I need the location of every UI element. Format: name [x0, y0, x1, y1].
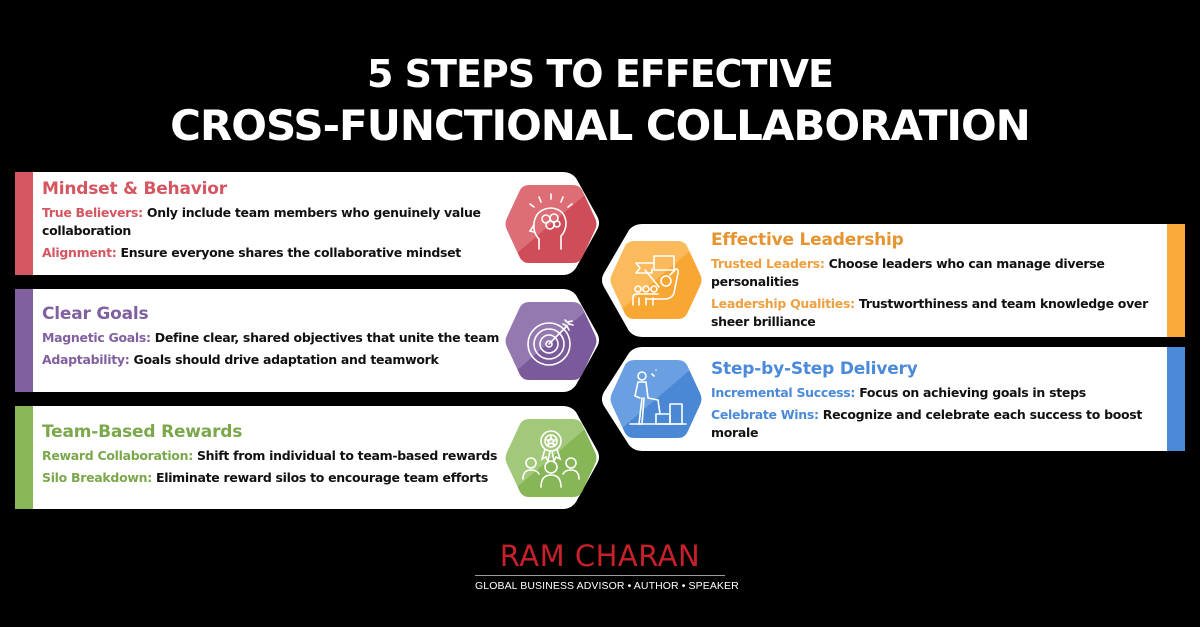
card-shape: [602, 224, 1185, 337]
title-line-1: 5 STEPS TO EFFECTIVE: [367, 52, 834, 96]
leader-flag-icon: [610, 241, 702, 319]
step-heading: Effective Leadership: [711, 230, 904, 250]
step-card-step-by-step-delivery: Step-by-Step Delivery Incremental Succes…: [598, 347, 1185, 451]
step-card-mindset-behavior: Mindset & Behavior True Believers: Only …: [15, 172, 615, 275]
step-card-clear-goals: Clear Goals Magnetic Goals: Define clear…: [15, 289, 615, 392]
step-heading: Mindset & Behavior: [42, 179, 227, 199]
step-point: True Believers: Only include team member…: [42, 205, 481, 238]
step-point: Celebrate Wins: Recognize and celebrate …: [711, 407, 1143, 440]
title-line-2: CROSS-FUNCTIONAL COLLABORATION: [170, 101, 1031, 150]
brand-name: RAM CHARAN: [499, 539, 701, 573]
brand-tagline: GLOBAL BUSINESS ADVISOR • AUTHOR • SPEAK…: [475, 580, 739, 592]
step-point: Incremental Success: Focus on achieving …: [711, 385, 1086, 400]
brand-logo: RAM CHARAN GLOBAL BUSINESS ADVISOR • AUT…: [475, 539, 739, 592]
step-point: Leadership Qualities: Trustworthiness an…: [711, 296, 1148, 329]
team-award-icon: [505, 419, 597, 497]
step-heading: Clear Goals: [42, 304, 149, 324]
step-point: Magnetic Goals: Define clear, shared obj…: [42, 330, 500, 345]
step-point: Reward Collaboration: Shift from individ…: [42, 448, 498, 463]
page-title: 5 STEPS TO EFFECTIVE CROSS-FUNCTIONAL CO…: [0, 48, 1200, 152]
step-point: Alignment: Ensure everyone shares the co…: [42, 245, 461, 260]
person-climbing-steps-icon: [610, 360, 702, 438]
step-point: Trusted Leaders: Choose leaders who can …: [711, 256, 1105, 289]
card-shape: [602, 347, 1185, 451]
brain-head-icon: [505, 185, 597, 263]
step-point: Silo Breakdown: Eliminate reward silos t…: [42, 470, 488, 485]
card-shape: [15, 289, 599, 392]
target-arrow-icon: [505, 302, 597, 380]
brand-divider: [475, 575, 725, 576]
step-heading: Team-Based Rewards: [42, 422, 243, 442]
step-heading: Step-by-Step Delivery: [711, 359, 918, 379]
card-shape: [15, 172, 599, 275]
step-card-team-based-rewards: Team-Based Rewards Reward Collaboration:…: [15, 406, 615, 509]
step-point: Adaptability: Goals should drive adaptat…: [42, 352, 439, 367]
card-shape: [15, 406, 599, 509]
step-card-effective-leadership: Effective Leadership Trusted Leaders: Ch…: [598, 224, 1185, 337]
